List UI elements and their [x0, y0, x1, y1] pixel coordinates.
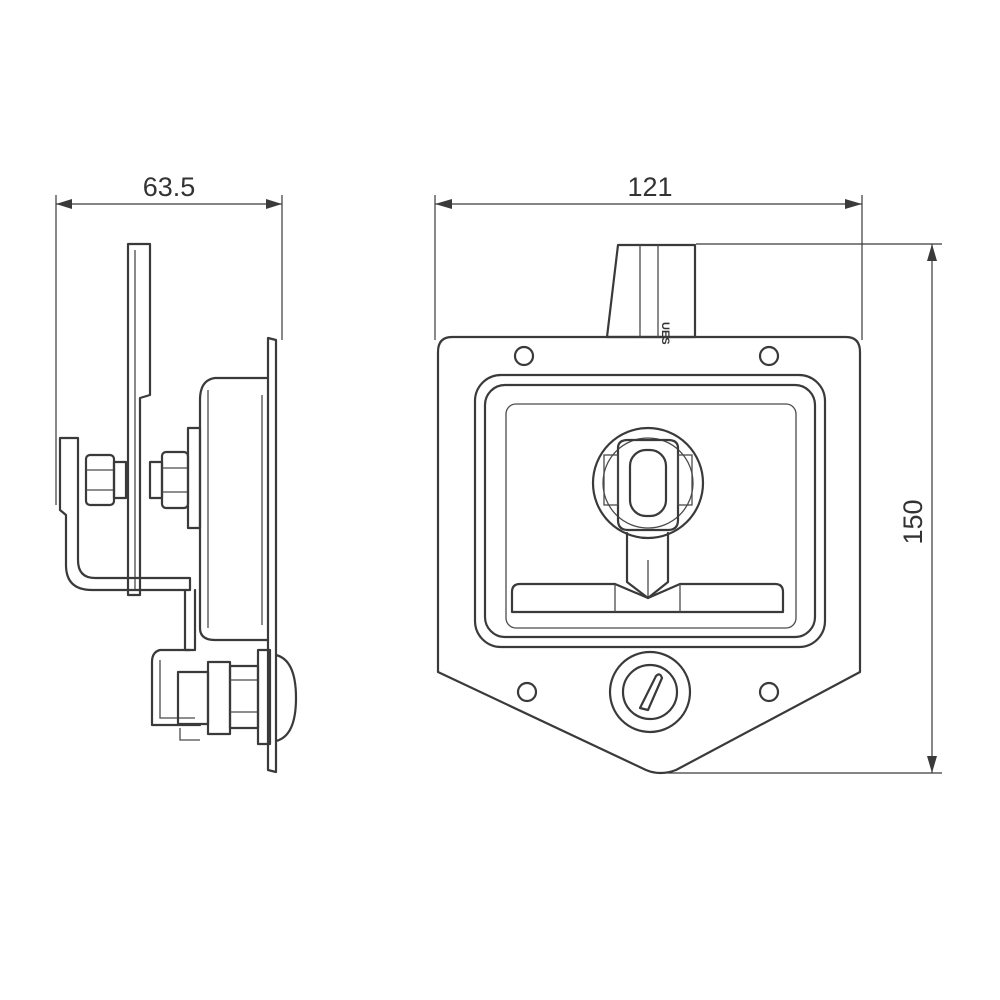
- dimension-front-width-label: 121: [627, 172, 672, 202]
- side-lock-plate: [256, 648, 272, 746]
- dimension-front-height-label: 150: [898, 499, 928, 544]
- side-flange-plate: [266, 336, 278, 774]
- side-washer-right: [148, 460, 164, 500]
- side-lock-collar: [206, 660, 232, 736]
- front-handle-bar: [510, 582, 785, 614]
- side-lock-ring: [228, 664, 260, 730]
- side-view: [58, 242, 298, 774]
- front-cam: [605, 243, 697, 339]
- side-stem: [183, 588, 197, 652]
- front-tray-outer: [473, 373, 827, 649]
- front-tray-inner: [505, 403, 797, 629]
- mount-hole-top-right: [758, 345, 780, 367]
- front-boss-outer: [591, 426, 705, 540]
- dimension-front-width: 121: [434, 172, 863, 340]
- front-clevis: [616, 438, 680, 532]
- dimension-front-height: 150: [660, 243, 942, 774]
- side-spacer: [186, 426, 202, 530]
- side-lock-face: [274, 653, 298, 743]
- front-boss-inner: [602, 437, 694, 529]
- dimension-side-depth-label: 63.5: [143, 172, 196, 202]
- handle-stamp-text: UES: [659, 322, 671, 345]
- keyway-icon: [638, 673, 664, 712]
- front-clevis-slot: [628, 448, 668, 518]
- front-clevis-ear-right: [677, 454, 693, 506]
- mount-hole-top-left: [513, 345, 535, 367]
- key-cylinder-outer: [608, 650, 692, 734]
- mount-hole-bottom-left: [516, 681, 538, 703]
- mount-hole-bottom-right: [758, 681, 780, 703]
- front-clevis-ear-left: [603, 454, 619, 506]
- side-housing: [198, 376, 270, 642]
- side-washer-left: [112, 460, 128, 500]
- side-l-bracket: [58, 436, 192, 592]
- side-nut-right: [160, 450, 190, 510]
- side-lock-body: [176, 670, 210, 726]
- front-tray-mid: [483, 383, 817, 639]
- side-cam-bar: [126, 242, 152, 597]
- dimension-side-depth: 63.5: [55, 172, 283, 505]
- side-lock-bracket: [150, 648, 202, 727]
- side-nut-left: [84, 453, 116, 507]
- front-view: UES: [436, 243, 862, 775]
- key-cylinder-inner: [621, 663, 679, 721]
